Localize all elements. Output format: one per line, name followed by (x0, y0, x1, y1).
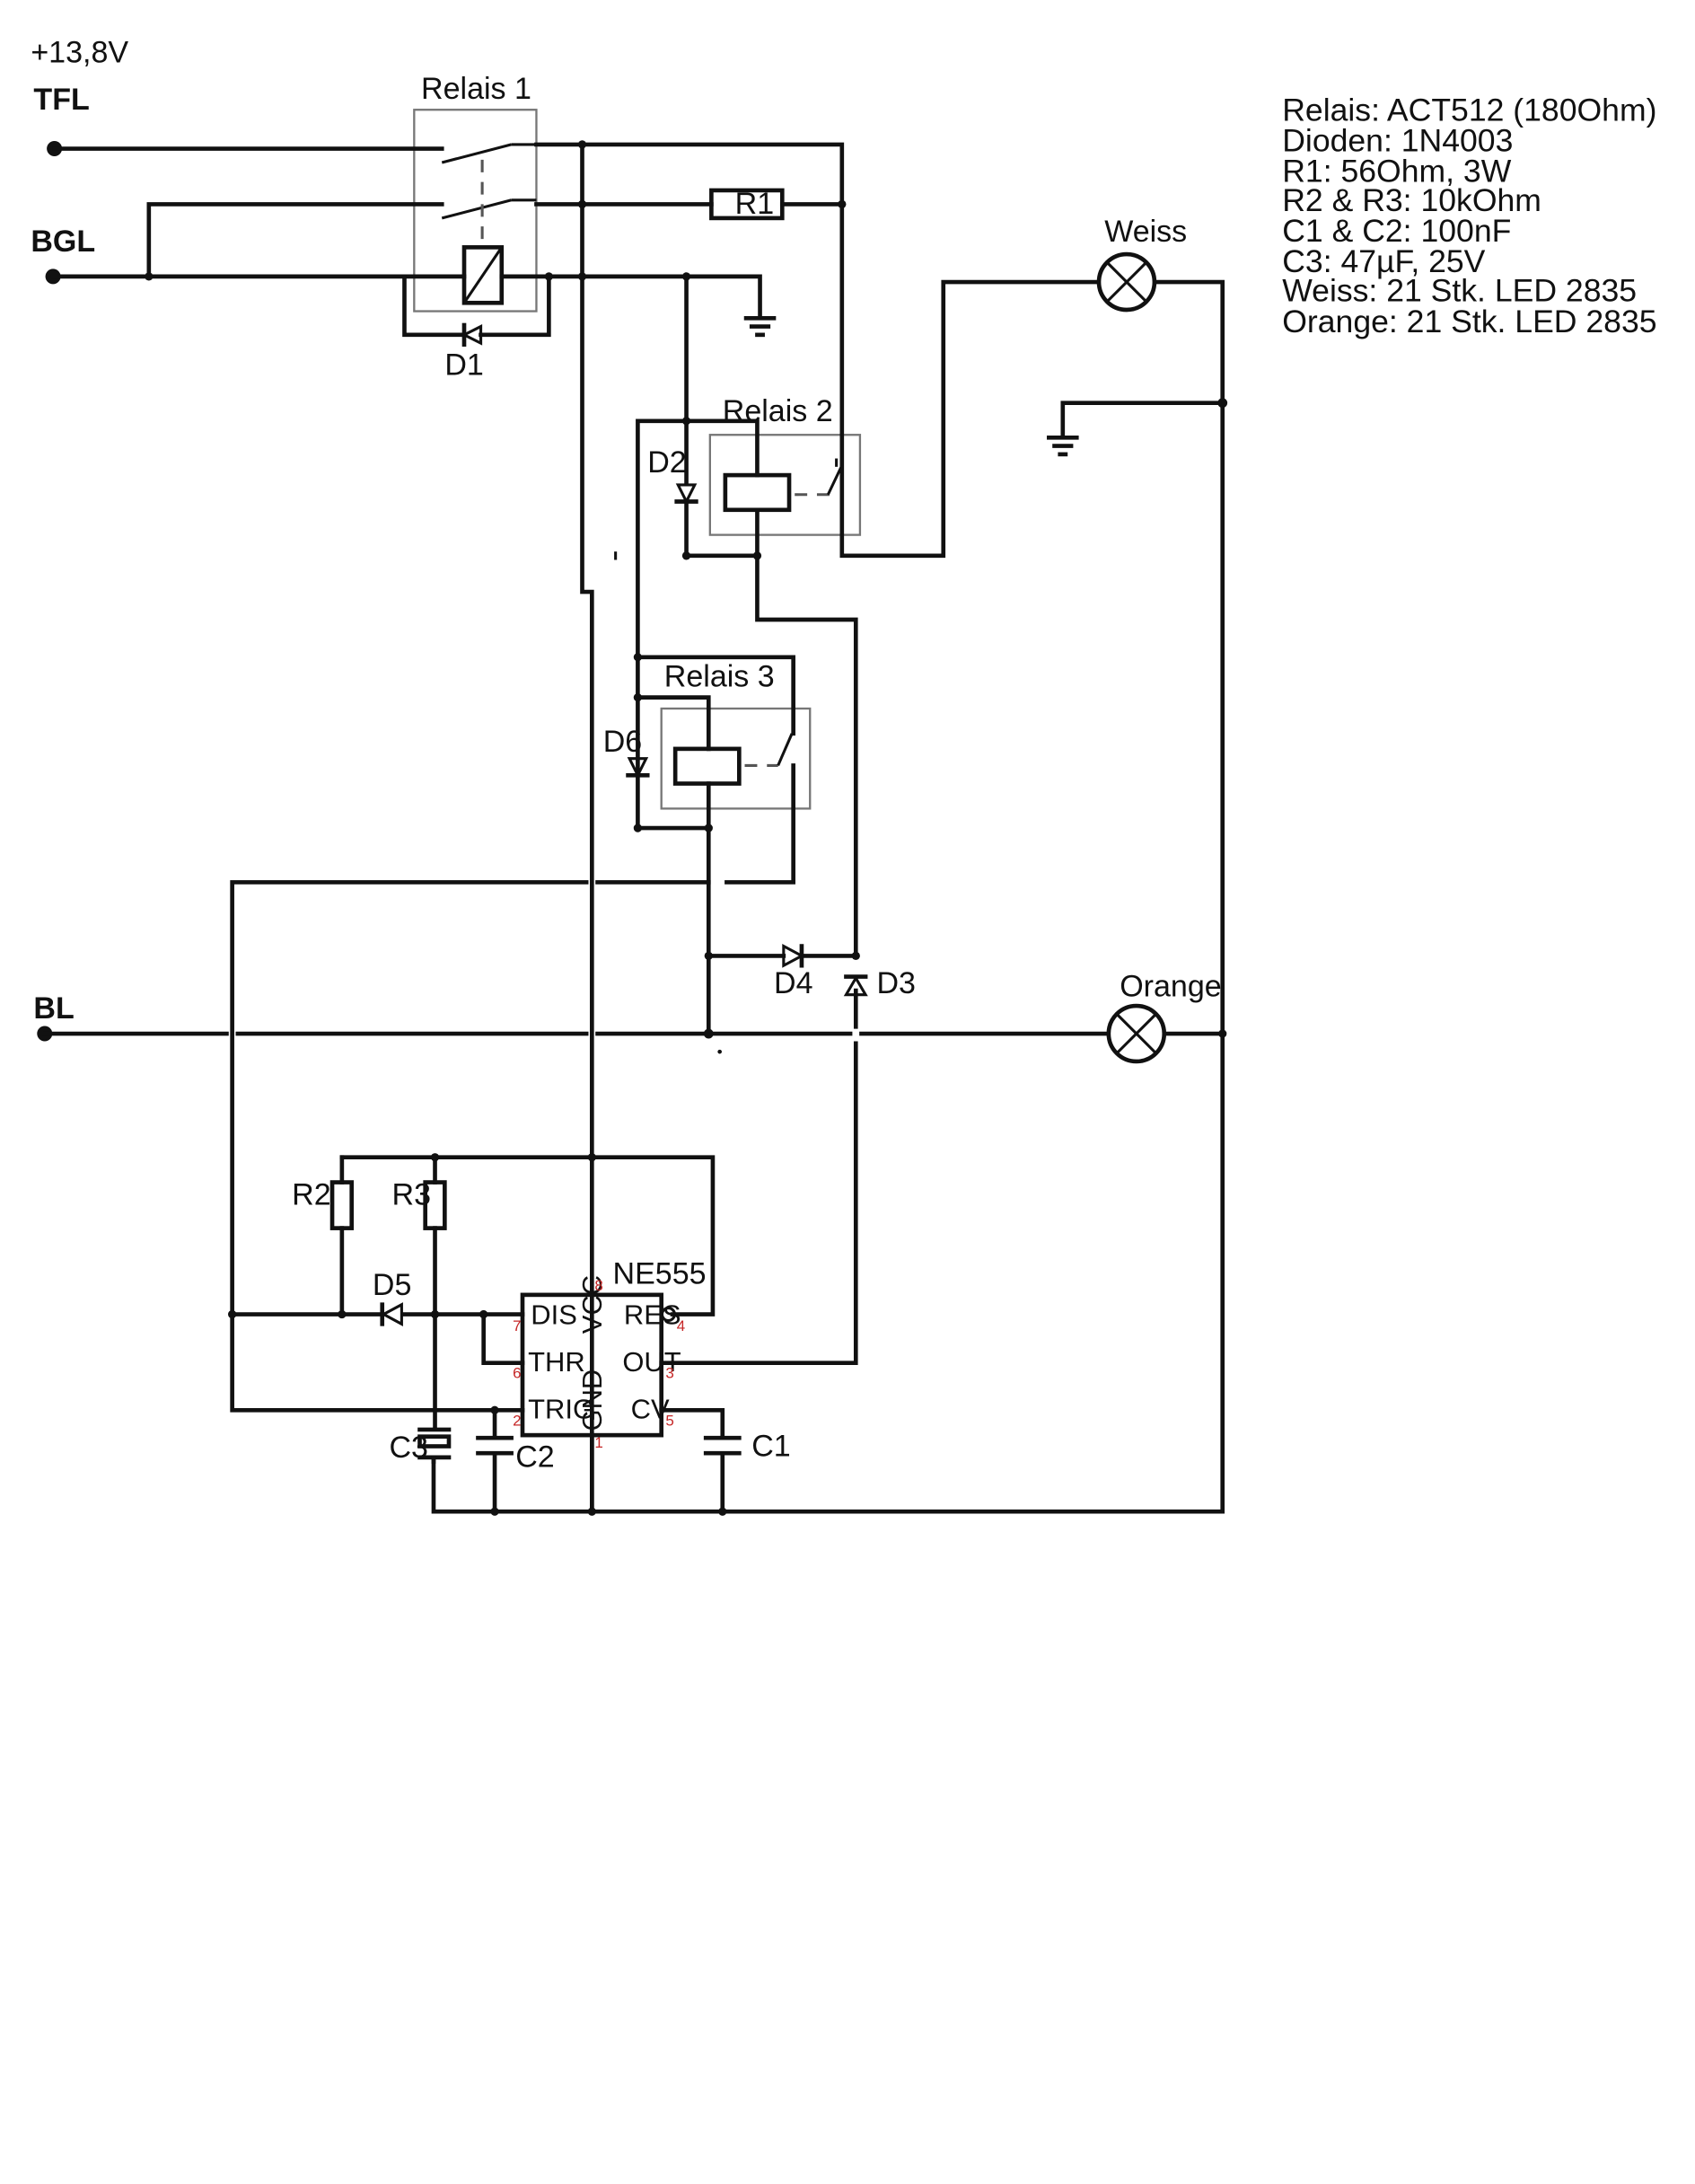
lamp-orange-label: Orange (1120, 969, 1221, 1003)
ic-pin-trig: TRIG (528, 1394, 594, 1425)
ic-pin-gnd: GND (576, 1369, 608, 1431)
ic-ne555-label: NE555 (613, 1256, 707, 1290)
terminal-label-bl: BL (33, 991, 74, 1026)
resistor-r1-label: R1 (735, 187, 774, 221)
junction-dots (145, 140, 1228, 1516)
lamp-orange: Orange (1106, 969, 1222, 1064)
spec-item: Weiss: 21 Stk. LED 2835 (1282, 273, 1637, 309)
ic-pin-dis: DIS (531, 1299, 577, 1330)
ic-pin-number-2: 2 (513, 1412, 521, 1429)
diode-d5-label: D5 (373, 1268, 411, 1302)
diode-d1-label: D1 (444, 348, 483, 383)
ic-pin-number-8: 8 (594, 1277, 602, 1294)
spec-item: R1: 56Ohm, 3W (1282, 154, 1511, 189)
terminal-label-tfl: TFL (33, 83, 89, 117)
diode-d2-label: D2 (647, 445, 686, 480)
capacitor-c2: C2 (476, 1435, 555, 1475)
capacitor-c3: C3 (389, 1427, 452, 1465)
diode-d5: D5 (373, 1268, 411, 1326)
relay-2: Relais 2 (708, 394, 862, 536)
lamp-weiss: Weiss (1096, 215, 1187, 313)
lamp-weiss-label: Weiss (1104, 215, 1187, 249)
ic-pin-vcc: VCC (576, 1275, 608, 1334)
diode-d2: D2 (647, 445, 698, 505)
spec-item: Relais: ACT512 (180Ohm) (1282, 92, 1656, 128)
spec-item: C1 & C2: 100nF (1282, 213, 1511, 249)
spec-item: R2 & R3: 10kOhm (1282, 182, 1541, 218)
diode-d3: D3 (843, 966, 916, 1000)
ic-pin-number-5: 5 (665, 1412, 673, 1429)
ic-pin-number-1: 1 (594, 1434, 602, 1451)
component-spec-list: Relais: ACT512 (180Ohm) Dioden: 1N4003 R… (1282, 92, 1656, 339)
capacitor-c1: C1 (703, 1429, 791, 1463)
spec-item: Dioden: 1N4003 (1282, 123, 1513, 159)
ic-pin-out: OUT (622, 1346, 681, 1378)
relay-1-label: Relais 1 (421, 72, 531, 106)
diode-d6: D6 (603, 725, 650, 779)
resistor-r1: R1 (709, 187, 785, 221)
ic-pin-number-3: 3 (665, 1365, 673, 1382)
relay-3-label: Relais 3 (664, 659, 775, 693)
diode-d6-label: D6 (603, 725, 642, 759)
spec-item: Orange: 21 Stk. LED 2835 (1282, 304, 1656, 339)
resistor-r2-label: R2 (292, 1177, 330, 1211)
ic-pin-number-6: 6 (513, 1365, 521, 1382)
capacitor-c3-label: C3 (389, 1431, 427, 1465)
spec-item: C3: 47µF, 25V (1282, 243, 1485, 279)
relay-3: Relais 3 (660, 659, 812, 810)
diode-d1: D1 (444, 322, 484, 383)
ground-symbol-2 (1047, 436, 1079, 457)
ic-ne555: NE555 DIS THR TRIG RES OUT CV VCC GND 7 … (513, 1256, 706, 1451)
capacitor-c1-label: C1 (751, 1429, 790, 1463)
ic-pin-number-4: 4 (677, 1317, 685, 1334)
ic-pin-number-7: 7 (513, 1317, 521, 1334)
capacitor-c2-label: C2 (515, 1440, 554, 1475)
diode-d3-label: D3 (876, 966, 915, 1000)
ground-symbol-1 (743, 315, 777, 338)
supply-voltage-label: +13,8V (31, 36, 128, 70)
diode-d4: D4 (774, 943, 812, 1000)
resistor-r3: R3 (392, 1177, 447, 1230)
ic-pin-thr: THR (528, 1346, 585, 1378)
ic-pin-cv: CV (631, 1394, 670, 1425)
resistor-r3-label: R3 (392, 1177, 431, 1211)
ic-pin-res: RES (624, 1299, 681, 1330)
diode-d4-label: D4 (774, 966, 812, 1000)
wiring (42, 142, 1225, 1514)
terminal-label-bgl: BGL (31, 225, 95, 259)
resistor-r2: R2 (292, 1177, 355, 1230)
